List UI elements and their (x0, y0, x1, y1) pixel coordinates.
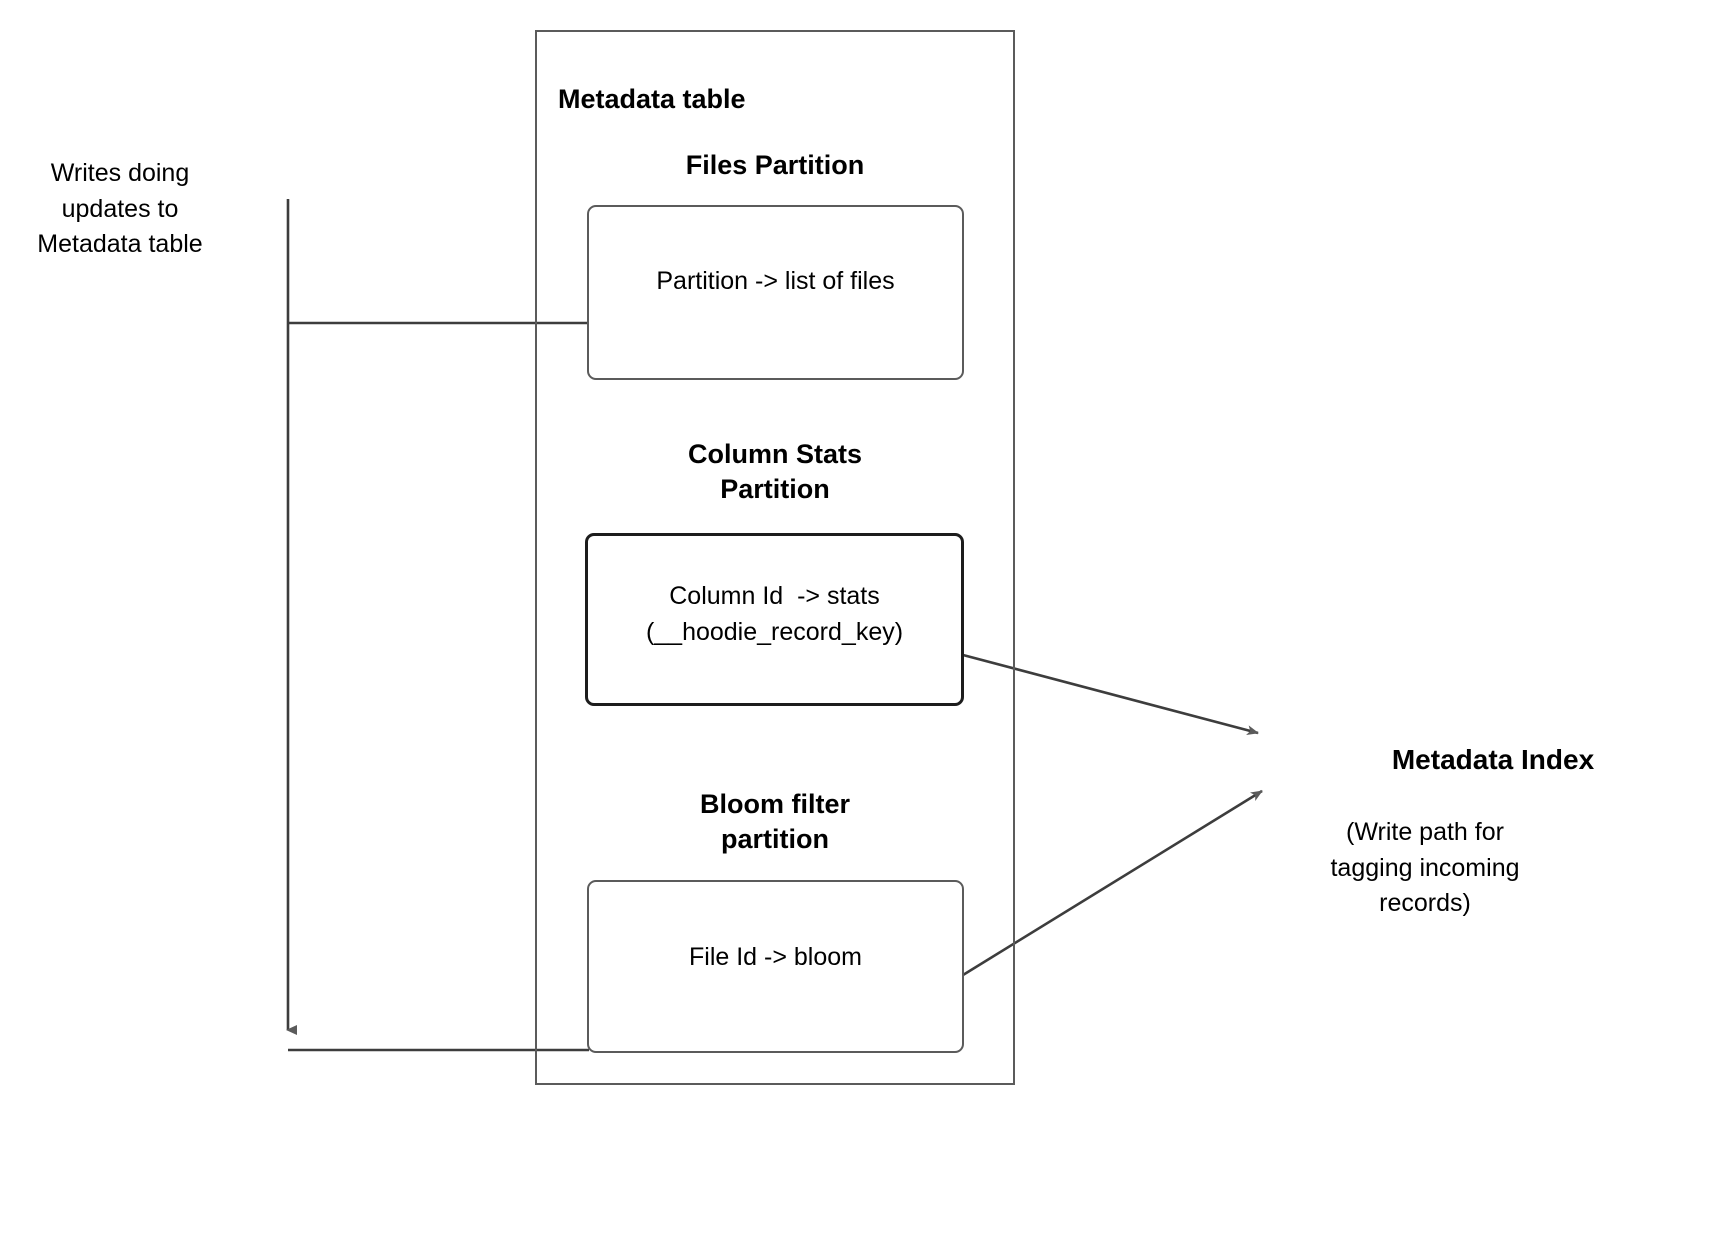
connector-bloom-to-metadata-index (962, 789, 1263, 977)
bloom-filter-partition-box-text: File Id -> bloom (689, 943, 862, 971)
files-partition-box: Partition -> list of files (587, 205, 964, 380)
files-partition-box-text: Partition -> list of files (656, 267, 895, 295)
column-stats-partition-box: Column Id -> stats (__hoodie_record_key) (585, 533, 964, 706)
connector-column-stats-to-metadata-index (962, 653, 1259, 736)
writes-source-label: Writes doing updates to Metadata table (37, 159, 203, 258)
metadata-table-container (535, 30, 1015, 1085)
column-stats-partition-box-text: Column Id -> stats (__hoodie_record_key) (645, 582, 904, 646)
metadata-index-title: Metadata Index (1391, 744, 1595, 775)
metadata-table-title: Metadata table (558, 84, 746, 114)
metadata-index-note: (Write path for tagging incoming records… (1330, 818, 1520, 917)
files-partition-heading: Files Partition (685, 150, 865, 180)
column-stats-partition-heading: Column Stats Partition (687, 439, 862, 505)
bloom-filter-partition-box: File Id -> bloom (587, 880, 964, 1053)
bloom-filter-partition-heading: Bloom filter partition (699, 789, 850, 855)
